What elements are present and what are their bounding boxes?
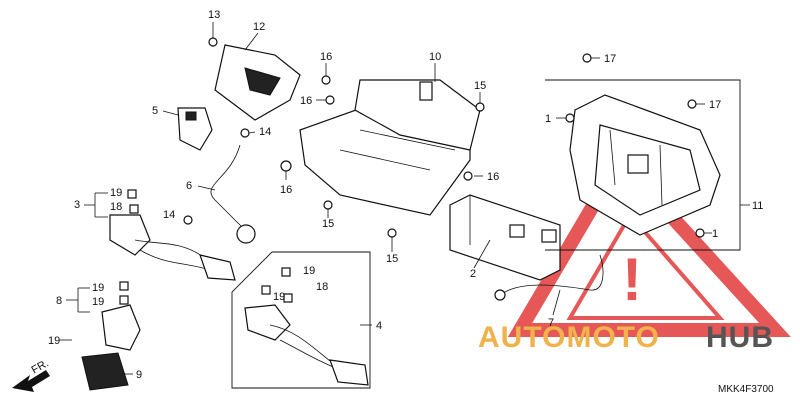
callout-15b: 15: [322, 218, 334, 230]
callout-4: 4: [376, 320, 382, 332]
callout-19b: 19: [303, 265, 315, 277]
bolt-icons: [183, 37, 705, 238]
callout-1b: 1: [712, 228, 718, 240]
callout-19e: 19: [92, 296, 104, 308]
cover-part: [214, 44, 301, 121]
watermark-logo: AUTOMOTO HUB: [478, 321, 774, 354]
callout-19d: 19: [92, 282, 104, 294]
callout-16c: 16: [280, 184, 292, 196]
bracket-tray-part: [299, 79, 481, 216]
callout-19f: 19: [48, 335, 60, 347]
callout-16b: 16: [300, 95, 312, 107]
battery-box-part: [569, 94, 721, 236]
connector-part: [177, 107, 213, 151]
watermark-part-b: HUB: [706, 321, 774, 354]
callout-13: 13: [208, 9, 220, 21]
callout-19c: 19: [273, 291, 285, 303]
callout-5: 5: [152, 105, 158, 117]
callout-14: 14: [259, 126, 271, 138]
watermark-part-a: AUTOMOTO: [478, 321, 660, 354]
harness-cable-part: [210, 144, 256, 244]
callout-16d: 16: [487, 171, 499, 183]
callout-10: 10: [429, 51, 441, 63]
callout-6: 6: [186, 180, 192, 192]
callout-17a: 17: [604, 53, 616, 65]
callout-15: 15: [474, 80, 486, 92]
starter-relay-part: [109, 189, 236, 281]
diagram-code: MKK4F3700: [718, 384, 774, 395]
callout-14b: 14: [163, 209, 175, 221]
callout-3: 3: [74, 199, 80, 211]
callout-15c: 15: [386, 253, 398, 265]
callout-18b: 18: [316, 281, 328, 293]
battery-part: [449, 194, 561, 281]
callout-17b: 17: [709, 99, 721, 111]
callout-8: 8: [56, 295, 62, 307]
part-11-frame: [545, 79, 741, 251]
callout-9: 9: [136, 369, 142, 381]
fuse-box-part: [101, 281, 141, 351]
callout-18a: 18: [110, 201, 122, 213]
svg-text:!: !: [622, 246, 642, 313]
callout-16: 16: [320, 51, 332, 63]
callout-19a: 19: [110, 187, 122, 199]
callout-7: 7: [548, 317, 554, 329]
warning-triangle-icon: !: [507, 148, 791, 337]
callout-labels: 13 12 16 16 10 15 5 14 6 16 16 19 3 18 1…: [48, 9, 763, 381]
callout-11: 11: [752, 200, 763, 212]
callout-12: 12: [253, 21, 265, 33]
callout-1a: 1: [545, 113, 551, 125]
leader-lines: [60, 22, 712, 375]
battery-cable-part: [494, 254, 604, 301]
front-arrow-icon: FR.: [12, 357, 51, 392]
rubber-cover-part: [81, 352, 129, 391]
callout-2: 2: [470, 268, 476, 280]
inset-frame: [231, 251, 371, 389]
